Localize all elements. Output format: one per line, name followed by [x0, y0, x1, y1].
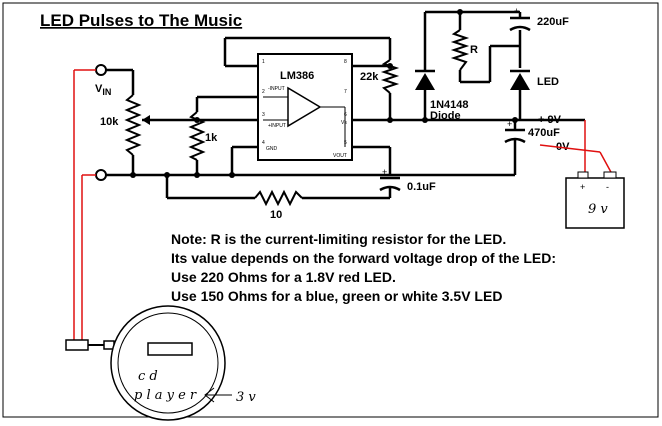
battery-9v [565, 177, 625, 229]
pin-4-label: 4 [262, 140, 265, 146]
note-line-3: Use 220 Ohms for a 1.8V red LED. [171, 269, 396, 285]
pin-minus-input-label: -INPUT [268, 86, 285, 92]
pin-vs-label: Vs [341, 120, 347, 126]
battery-minus-label: - [606, 182, 609, 192]
resistor-r [450, 29, 470, 71]
cap-470uf-plus: + [507, 119, 512, 129]
led-label: LED [537, 76, 559, 88]
pot-label: 10k [100, 116, 119, 128]
resistor-22k [380, 59, 400, 94]
pin-vout-label: VOUT [333, 153, 347, 159]
note-line-2: Its value depends on the forward voltage… [171, 250, 556, 266]
resistor-r-label: R [470, 44, 478, 56]
supply-plus-label: + 9V [538, 114, 562, 126]
opamp-triangle-icon [287, 86, 322, 128]
note-line-4: Use 150 Ohms for a blue, green or white … [171, 288, 502, 304]
chip-label: LM386 [280, 70, 314, 82]
diode-1n4148-icon [415, 73, 435, 90]
battery-plus-label: + [580, 182, 585, 192]
pin-1-label: 1 [262, 59, 265, 65]
diagram-title: LED Pulses to The Music [40, 11, 242, 30]
resistor-1k-label: 1k [205, 132, 218, 144]
resistor-1k [188, 111, 206, 161]
cap-01uf-plus: + [382, 167, 387, 177]
audio-plug-icon [65, 339, 89, 351]
pin-8-label: 8 [344, 59, 347, 65]
cap-220uf-label: 220uF [537, 16, 569, 28]
diode-label: 1N4148 [430, 99, 469, 111]
pin-gnd-label: GND [266, 146, 278, 152]
cd-player-display [147, 342, 193, 356]
pin-5-label: 5 [344, 140, 347, 146]
resistor-22k-label: 22k [360, 71, 379, 83]
pot-10k [124, 94, 142, 156]
battery-label: 9 v [588, 202, 608, 217]
cap-220uf-plate-bottom [509, 25, 531, 32]
pin-6-label: 6 [344, 112, 347, 118]
pin-7-label: 7 [344, 89, 347, 95]
resistor-10-label: 10 [270, 209, 282, 221]
cap-220uf-plus: + [514, 6, 519, 16]
pin-3-label: 3 [262, 112, 265, 118]
cd-player-label-2: p l a y e r [134, 388, 197, 403]
cd-player-label-1: c d [138, 369, 158, 384]
diagram-border [2, 2, 659, 418]
pot-wiper-arrow [142, 115, 150, 125]
resistor-10 [254, 189, 303, 207]
cap-01uf-label: 0.1uF [407, 181, 436, 193]
cap-01uf-plate-bottom [379, 185, 401, 192]
red-wires [73, 69, 613, 340]
pin-plus-input-label: +INPUT [268, 123, 286, 129]
cd-voltage-label: 3 v [236, 390, 256, 405]
cd-player-icon [110, 305, 226, 421]
pin-2-label: 2 [262, 89, 265, 95]
diode-label-2: Diode [430, 110, 461, 122]
vin-label: VIN [95, 83, 111, 97]
vin-terminal-bottom [95, 169, 107, 181]
vin-terminal-top [95, 64, 107, 76]
led-icon [510, 73, 530, 90]
note-line-1: Note: R is the current-limiting resistor… [171, 231, 506, 247]
arrow-left-icon [204, 387, 215, 403]
cap-470uf-label: 470uF [528, 127, 560, 139]
cap-470uf-plate-bottom [504, 137, 526, 144]
